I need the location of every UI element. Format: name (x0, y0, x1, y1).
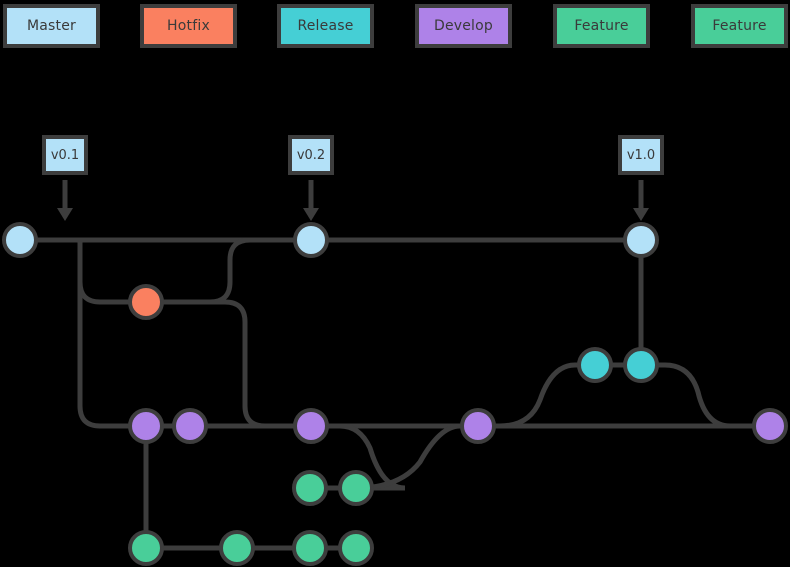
commit-node-develop-commit-1[interactable] (128, 408, 164, 444)
edge-hotfix-down-to-develop (176, 299, 311, 429)
edge-layer (20, 237, 770, 551)
commit-node-hotfix-commit-1[interactable] (128, 284, 164, 320)
edge-develop-to-release (499, 362, 595, 429)
legend-item-develop-3[interactable]: Develop (415, 4, 512, 48)
commit-node-feature-b-commit-2[interactable] (219, 530, 255, 566)
commit-node-master-commit-v10[interactable] (623, 222, 659, 258)
tag-arrow-layer (57, 180, 649, 221)
legend-item-label: Develop (433, 18, 494, 34)
tag-arrow-head-icon-1 (303, 208, 319, 221)
edge-feature-a-merge (355, 423, 478, 491)
version-tag-v0-1[interactable]: v0.1 (42, 135, 88, 175)
legend-item-feature-5[interactable]: Feature (691, 4, 788, 48)
node-layer (2, 222, 788, 566)
commit-node-master-commit-v02[interactable] (293, 222, 329, 258)
version-tag-label: v0.1 (50, 147, 80, 163)
commit-node-feature-b-commit-4[interactable] (338, 530, 374, 566)
tag-arrow-head-icon-0 (57, 208, 73, 221)
commit-node-develop-commit-3[interactable] (293, 408, 329, 444)
legend-item-label: Feature (574, 18, 629, 34)
legend-item-feature-4[interactable]: Feature (553, 4, 650, 48)
commit-node-feature-a-commit-2[interactable] (338, 470, 374, 506)
legend-item-master-0[interactable]: Master (3, 4, 100, 48)
version-tag-label: v0.2 (296, 147, 326, 163)
version-tag-label: v1.0 (626, 147, 656, 163)
commit-node-feature-b-commit-3[interactable] (292, 530, 328, 566)
commit-node-release-commit-1[interactable] (577, 347, 613, 383)
legend-item-release-2[interactable]: Release (277, 4, 374, 48)
edge-release-merge-develop (641, 362, 770, 429)
edge-develop-start-to-mid (77, 240, 146, 429)
version-tag-v0-2[interactable]: v0.2 (288, 135, 334, 175)
commit-node-feature-a-commit-1[interactable] (292, 470, 328, 506)
commit-node-develop-commit-2[interactable] (172, 408, 208, 444)
edge-develop-to-feature-a (310, 423, 406, 491)
commit-node-master-commit-v01[interactable] (2, 222, 38, 258)
legend-item-hotfix-1[interactable]: Hotfix (140, 4, 237, 48)
legend-item-label: Release (297, 18, 354, 34)
commit-node-develop-commit-5[interactable] (752, 408, 788, 444)
branch-legend: Master Hotfix Release Develop Feature Feature (0, 0, 790, 60)
tag-arrow-head-icon-2 (633, 208, 649, 221)
legend-item-label: Hotfix (167, 18, 210, 34)
version-tag-v1-0[interactable]: v1.0 (618, 135, 664, 175)
commit-node-release-commit-2[interactable] (623, 347, 659, 383)
commit-node-develop-commit-4[interactable] (460, 408, 496, 444)
commit-node-feature-b-commit-1[interactable] (128, 530, 164, 566)
edge-hotfix-merge-to-master (146, 237, 311, 305)
legend-item-label: Feature (712, 18, 767, 34)
legend-item-label: Master (26, 18, 76, 34)
